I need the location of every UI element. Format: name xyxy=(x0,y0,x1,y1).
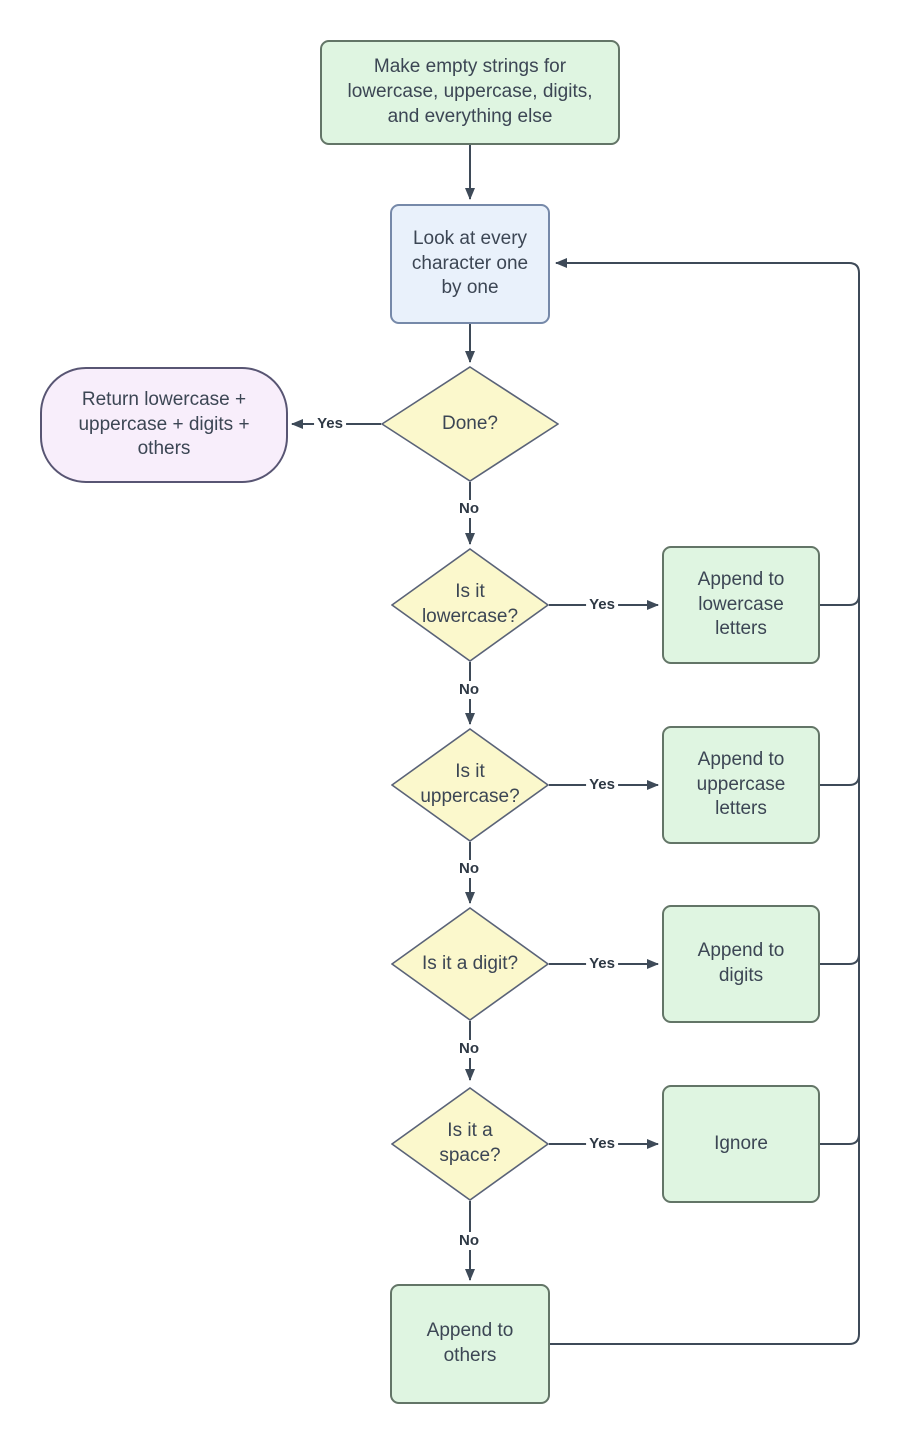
edge-ignore-trunk xyxy=(820,1120,860,1145)
node-ignore-label: Ignore xyxy=(714,1132,768,1154)
node-return: Return lowercase + uppercase + digits + … xyxy=(40,367,288,483)
edge-appendothers-loopback xyxy=(550,258,860,1345)
node-is-lowercase-decision: Is it lowercase? xyxy=(391,548,549,662)
node-done-decision: Done? xyxy=(381,366,559,482)
node-append-digits-label: Append to digits xyxy=(697,940,785,986)
edge-label-yes-digit: Yes xyxy=(586,955,618,973)
node-append-uppercase-label: Append to uppercase letters xyxy=(696,748,786,820)
node-append-lowercase: Append to lowercase letters xyxy=(662,546,820,664)
node-return-label: Return lowercase + uppercase + digits + … xyxy=(78,388,250,460)
node-append-others-label: Append to others xyxy=(426,1320,514,1366)
node-ignore: Ignore xyxy=(662,1085,820,1203)
node-loop-label: Look at every character one by one xyxy=(411,227,529,299)
node-is-space-decision: Is it a space? xyxy=(391,1087,549,1201)
node-append-uppercase: Append to uppercase letters xyxy=(662,726,820,844)
diamond-shape xyxy=(391,548,549,662)
node-append-lowercase-label: Append to lowercase letters xyxy=(697,568,785,640)
edge-label-no-space: No xyxy=(456,1232,482,1250)
node-is-lowercase-label: Is it lowercase? xyxy=(421,581,519,627)
edge-label-yes-space: Yes xyxy=(586,1135,618,1153)
diamond-shape xyxy=(391,1087,549,1201)
node-is-digit-label: Is it a digit? xyxy=(421,952,519,974)
edge-appendlowercase-trunk xyxy=(820,580,860,606)
edge-appenduppercase-trunk xyxy=(820,760,860,786)
diamond-shape xyxy=(391,907,549,1021)
edge-label-yes-done: Yes xyxy=(314,415,346,433)
edge-label-no-uppercase: No xyxy=(456,860,482,878)
node-is-uppercase-label: Is it uppercase? xyxy=(420,761,520,807)
node-is-uppercase-decision: Is it uppercase? xyxy=(391,728,549,842)
node-is-space-label: Is it a space? xyxy=(439,1120,501,1166)
node-loop: Look at every character one by one xyxy=(390,204,550,324)
node-append-others: Append to others xyxy=(390,1284,550,1404)
edge-label-no-done: No xyxy=(456,500,482,518)
edge-label-no-digit: No xyxy=(456,1040,482,1058)
node-start-label: Make empty strings for lowercase, upperc… xyxy=(347,56,593,127)
node-is-digit-decision: Is it a digit? xyxy=(391,907,549,1021)
node-append-digits: Append to digits xyxy=(662,905,820,1023)
edge-appenddigits-trunk xyxy=(820,940,860,965)
node-start: Make empty strings for lowercase, upperc… xyxy=(320,40,620,145)
edge-label-yes-uppercase: Yes xyxy=(586,776,618,794)
diamond-shape xyxy=(381,366,559,482)
edge-label-yes-lowercase: Yes xyxy=(586,596,618,614)
edge-label-no-lowercase: No xyxy=(456,681,482,699)
node-done-label: Done? xyxy=(442,412,498,434)
diamond-shape xyxy=(391,728,549,842)
